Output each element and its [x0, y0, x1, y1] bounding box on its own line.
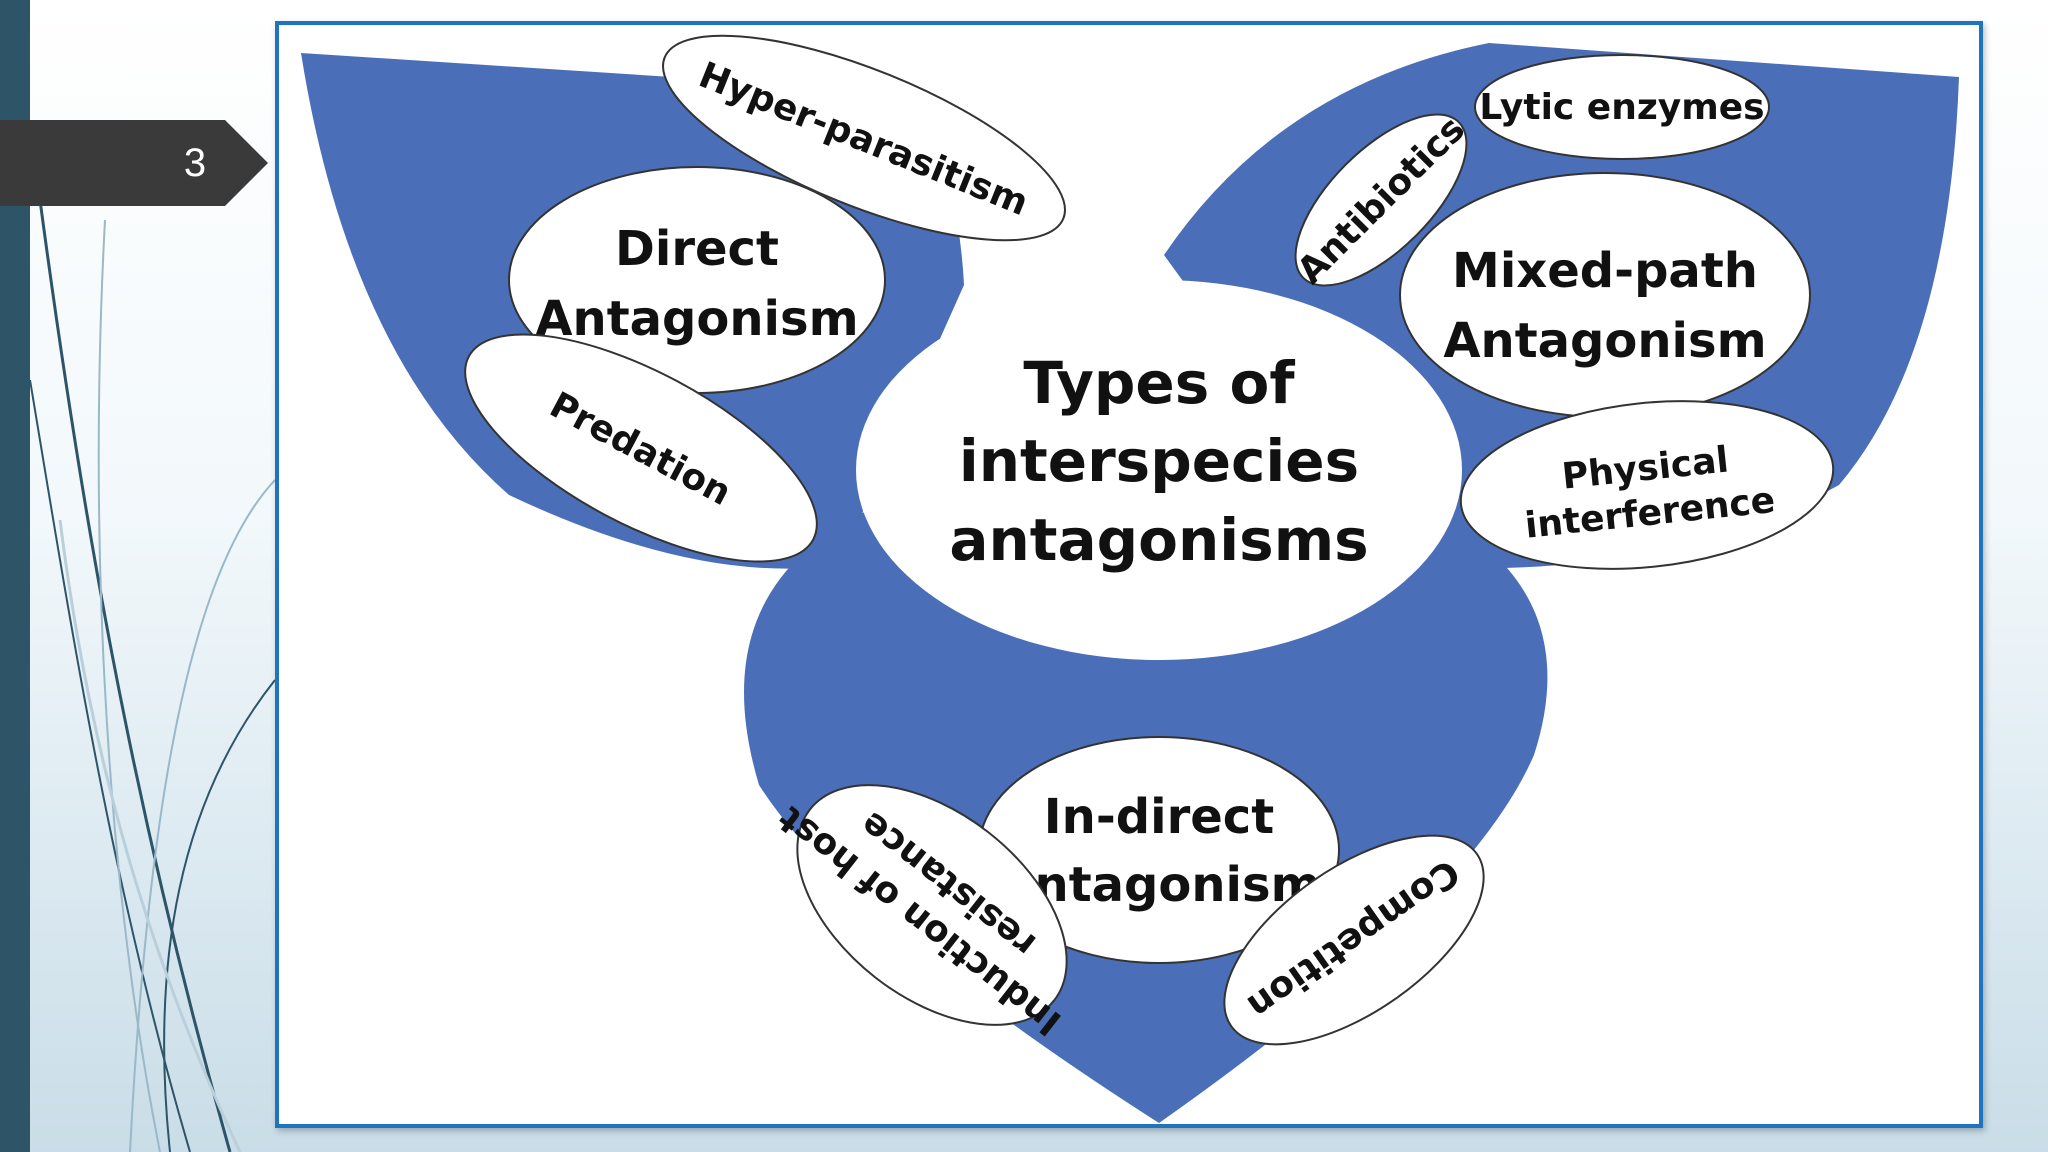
- center-circle: [856, 280, 1462, 660]
- lytic-enzymes-node: [1474, 54, 1770, 160]
- physical-interference-node: Physical interference: [1459, 400, 1835, 570]
- decorative-curves: [29, 199, 276, 1152]
- direct-label-line1: Direct: [615, 221, 779, 277]
- center-title-line1: Types of: [1023, 349, 1295, 417]
- mixed-label-line2: Antagonism: [1443, 313, 1766, 369]
- direct-label-line2: Antagonism: [535, 291, 858, 347]
- center-title-line2: interspecies: [959, 427, 1359, 495]
- lytic-enzymes-label: Lytic enzymes: [1479, 87, 1764, 128]
- antagonism-diagram: Types of interspecies antagonisms Direct…: [301, 34, 1959, 1123]
- slide-number-tab: [0, 120, 268, 206]
- slide-number: 3: [183, 141, 207, 185]
- indirect-label-line1: In-direct: [1044, 789, 1274, 845]
- diagram-frame: Types of interspecies antagonisms Direct…: [275, 21, 1983, 1128]
- center-title-line3: antagonisms: [949, 506, 1368, 574]
- mixed-label-line1: Mixed-path: [1452, 243, 1758, 299]
- predation-node: Predation: [464, 333, 818, 563]
